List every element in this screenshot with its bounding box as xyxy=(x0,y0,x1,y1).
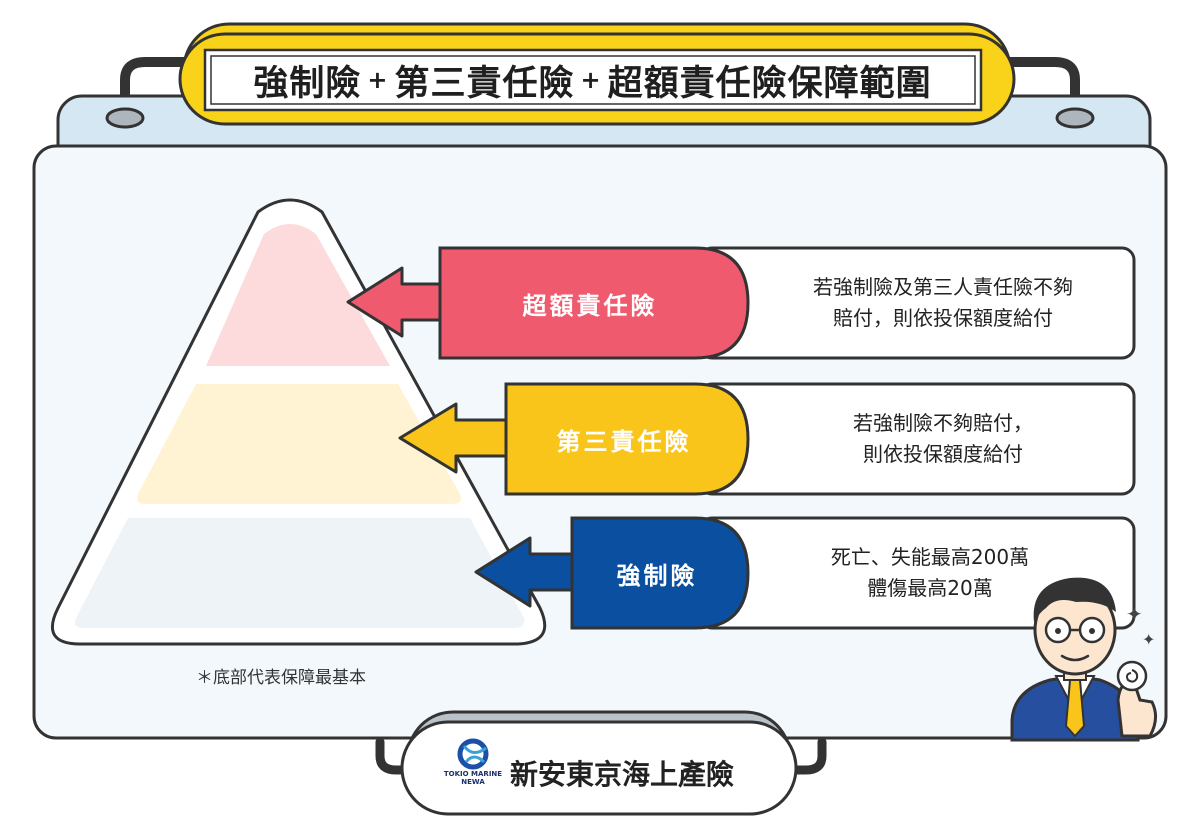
tier-desc-third-party-line2: 則依投保額度給付 xyxy=(863,442,1023,466)
brand-logo-line2: NEWA xyxy=(461,778,485,787)
pyramid-tier-bottom xyxy=(75,518,525,628)
tier-desc-excess-line1: 若強制險及第三人責任險不夠 xyxy=(813,275,1073,299)
suitcase-handles xyxy=(120,57,1080,775)
title-part-compulsory: 強制險 xyxy=(253,63,362,104)
tier-label-excess: 超額責任險 xyxy=(522,291,658,320)
title-part-third-party: 第三責任險 xyxy=(394,63,575,104)
tier-desc-compulsory-line2: 體傷最高20萬 xyxy=(867,576,993,600)
tier-compulsory xyxy=(474,516,1136,630)
pyramid xyxy=(50,198,547,646)
sparkle-icon: ✦ xyxy=(1142,630,1156,649)
tier-third-party xyxy=(398,382,1136,496)
title-plus-1: + xyxy=(367,66,389,94)
title-banner xyxy=(178,22,1016,126)
businessman-thumbs-up-icon xyxy=(1010,577,1157,742)
tier-desc-compulsory-line1: 死亡、失能最高200萬 xyxy=(830,545,1030,569)
brand-name: 新安東京海上產險 xyxy=(510,758,735,791)
sparkle-icon: ✦ xyxy=(1126,602,1143,626)
brand-pill xyxy=(400,710,798,816)
tier-label-third-party: 第三責任險 xyxy=(556,427,692,456)
tier-desc-third-party: 若強制險不夠賠付， 則依投保額度給付 xyxy=(752,384,1134,494)
footnote: ＊底部代表保障最基本 xyxy=(196,668,366,688)
tier-desc-compulsory: 死亡、失能最高200萬 體傷最高20萬 xyxy=(752,518,1108,628)
tokio-marine-logo-icon xyxy=(457,738,489,770)
tier-label-compulsory: 強制險 xyxy=(616,561,698,590)
pyramid-tier-middle xyxy=(137,384,461,504)
tier-desc-third-party-line1: 若強制險不夠賠付， xyxy=(853,411,1033,435)
brand-logo-line1: TOKIO MARINE xyxy=(443,770,503,778)
pyramid-tier-top xyxy=(206,224,390,366)
title-plus-2: + xyxy=(580,66,602,94)
brand-logo-text: TOKIO MARINE NEWA xyxy=(443,770,503,786)
page-title: 強制險 + 第三責任險 + 超額責任險保障範圍 xyxy=(215,52,970,108)
title-part-excess: 超額責任險保障範圍 xyxy=(607,63,932,104)
tier-excess xyxy=(346,246,1136,360)
tier-desc-excess: 若強制險及第三人責任險不夠 賠付，則依投保額度給付 xyxy=(752,248,1134,358)
tier-desc-excess-line2: 賠付，則依投保額度給付 xyxy=(833,306,1053,330)
